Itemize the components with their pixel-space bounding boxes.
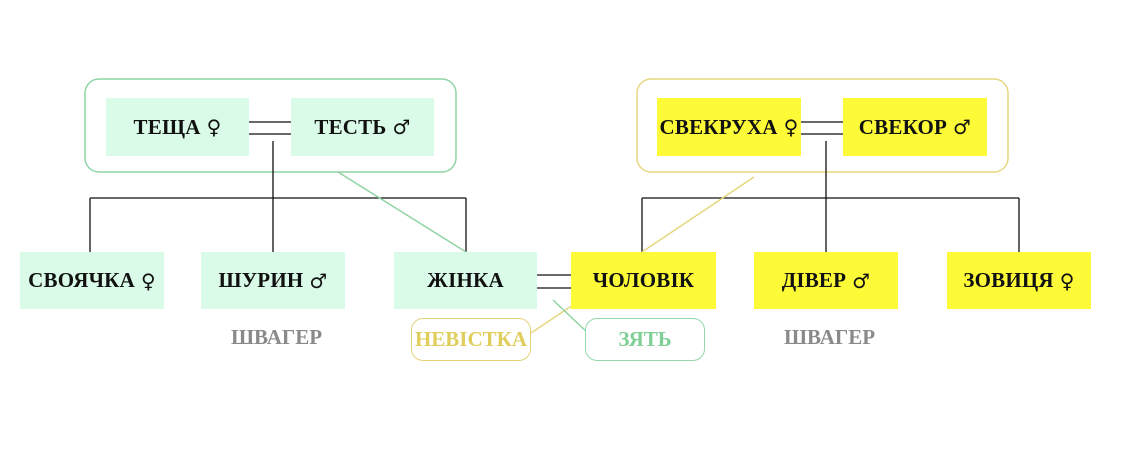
descent-lines-left xyxy=(89,141,467,252)
relation-line-test-to-zhinka xyxy=(337,171,467,253)
label-shvaher-right: ШВАГЕР xyxy=(784,325,876,349)
female-symbol-icon: ♀ xyxy=(783,115,799,139)
node-cholovik-label: ЧОЛОВІК xyxy=(592,268,695,292)
node-svekor: СВЕКОР ♂ xyxy=(843,98,987,156)
male-symbol-icon: ♂ xyxy=(953,115,972,139)
wife-parents-group-outline xyxy=(84,78,457,173)
male-symbol-icon: ♂ xyxy=(852,268,871,293)
node-zovytsia: ЗОВИЦЯ ♀ xyxy=(947,252,1091,309)
node-svekrukha: СВЕКРУХА ♀ xyxy=(657,98,801,156)
female-symbol-icon: ♀ xyxy=(140,268,156,293)
marriage-line-husband-parents xyxy=(801,121,843,135)
node-svoiachka-label: СВОЯЧКА xyxy=(28,268,135,292)
node-zovytsia-label: ЗОВИЦЯ xyxy=(963,268,1054,292)
male-symbol-icon: ♂ xyxy=(309,268,328,293)
relation-line-svekrukha-to-cholovik xyxy=(641,176,755,253)
node-teshcha: ТЕЩА ♀ xyxy=(106,98,249,156)
node-svekor-label: СВЕКОР xyxy=(858,114,948,139)
node-test-label: ТЕСТЬ xyxy=(314,114,387,139)
node-cholovik: ЧОЛОВІК xyxy=(571,252,716,309)
marriage-line-wife-parents xyxy=(249,121,291,135)
node-shuryn: ШУРИН ♂ xyxy=(201,252,345,309)
node-teshcha-label: ТЕЩА xyxy=(133,114,201,139)
node-zhinka-label: ЖІНКА xyxy=(427,268,504,292)
tag-ziat: ЗЯТЬ xyxy=(585,318,705,361)
node-diver: ДІВЕР ♂ xyxy=(754,252,898,309)
male-symbol-icon: ♂ xyxy=(392,115,411,139)
node-test: ТЕСТЬ ♂ xyxy=(291,98,434,156)
node-diver-label: ДІВЕР xyxy=(781,268,847,292)
female-symbol-icon: ♀ xyxy=(1059,268,1075,293)
female-symbol-icon: ♀ xyxy=(206,115,222,139)
node-shuryn-label: ШУРИН xyxy=(218,268,304,292)
husband-parents-group-outline xyxy=(636,78,1009,173)
relation-line-cholovik-to-nevistka xyxy=(530,304,574,334)
tag-nevistka: НЕВІСТКА xyxy=(411,318,531,361)
node-svoiachka: СВОЯЧКА ♀ xyxy=(20,252,164,309)
node-svekrukha-label: СВЕКРУХА xyxy=(659,114,778,139)
node-zhinka: ЖІНКА xyxy=(394,252,537,309)
descent-lines-right xyxy=(641,141,1020,252)
label-shvaher-left: ШВАГЕР xyxy=(231,325,323,349)
marriage-line-spouses xyxy=(537,274,571,289)
relation-line-zhinka-to-ziat xyxy=(552,299,589,334)
